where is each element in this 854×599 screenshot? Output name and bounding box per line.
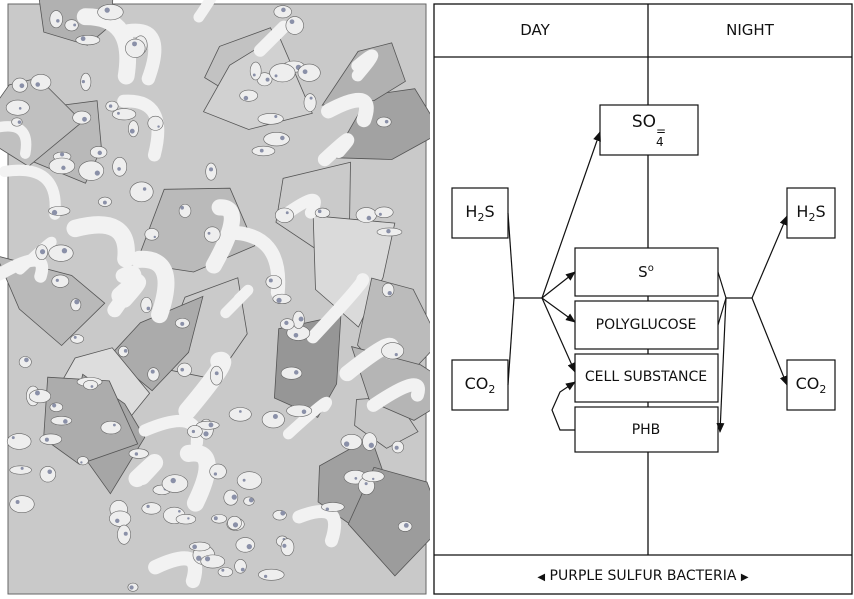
h2s-left-box — [452, 188, 508, 238]
metabolism-diagram — [430, 0, 854, 599]
phb-box — [575, 407, 718, 452]
polyglucose-box — [575, 301, 718, 349]
co2-left-box — [452, 360, 508, 410]
co2-right-box — [787, 360, 835, 410]
sulfur-box — [575, 248, 718, 296]
cell-substance-box — [575, 354, 718, 402]
diagram-frame — [434, 4, 852, 594]
bacteria-illustration — [0, 0, 430, 599]
so4-box — [600, 105, 698, 155]
night-arrows — [718, 216, 787, 432]
h2s-right-box — [787, 188, 835, 238]
